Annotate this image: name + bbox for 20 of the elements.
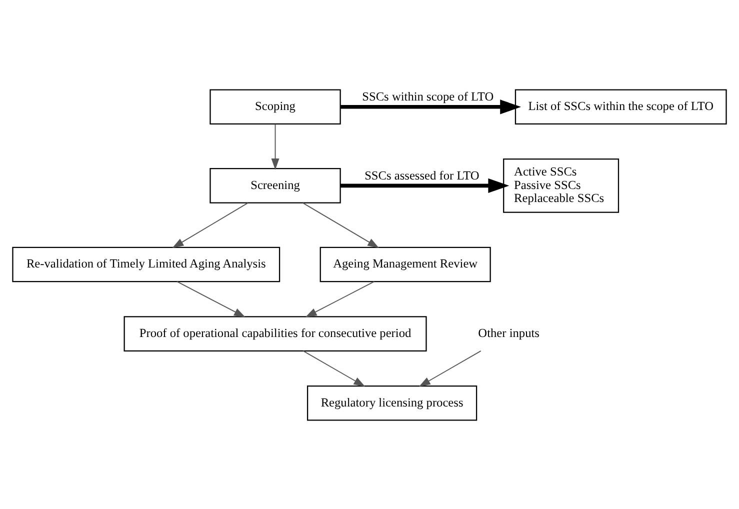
node-box: Proof of operational capabilities for consecutive period <box>124 316 427 351</box>
node-box: Scoping <box>210 88 341 124</box>
node-box: Active SSCs Passive SSCs Replaceable SSCs <box>503 158 620 212</box>
node-box: Regulatory licensing process <box>306 384 478 420</box>
arrow <box>176 280 246 317</box>
arrow <box>172 202 248 248</box>
arrow <box>340 178 510 193</box>
arrow <box>302 350 366 386</box>
node-box: Ageing Management Review <box>320 246 491 282</box>
node-box: Screening <box>210 168 341 203</box>
arrow <box>302 202 380 248</box>
arrow <box>340 99 522 114</box>
node-box: List of SSCs within the scope of LTO <box>514 88 727 124</box>
arrow <box>271 123 280 170</box>
edge-label: SSCs assessed for LTO <box>364 168 480 182</box>
node-box: Re-validation of Timely Limited Aging Analysis <box>12 246 280 282</box>
arrow <box>305 280 375 317</box>
arrow <box>418 350 482 386</box>
edge-label: SSCs within scope of LTO <box>362 89 494 104</box>
node-text: Other inputs <box>478 326 540 340</box>
